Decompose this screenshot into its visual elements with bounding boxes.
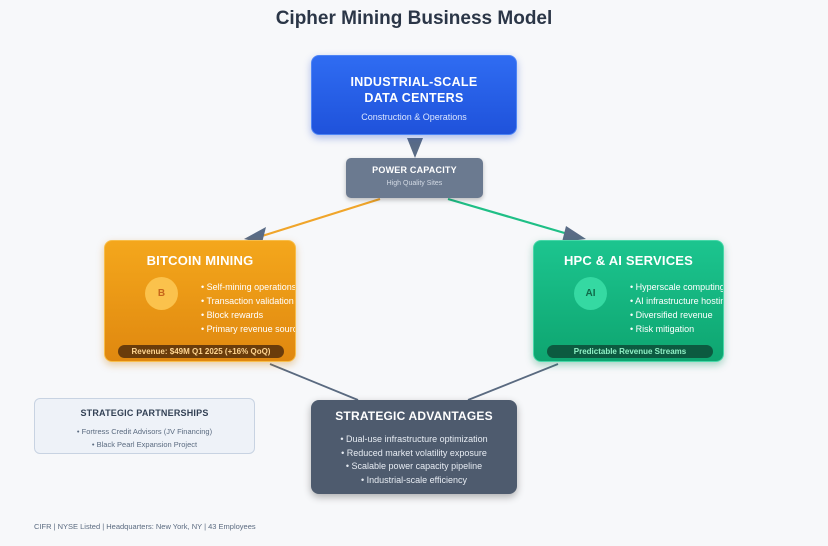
hpc-bullet: Diversified revenue <box>630 308 723 322</box>
connector-power-to-hpc <box>447 197 569 236</box>
partnership-bullet: Fortress Credit Advisors (JV Financing) <box>35 425 254 438</box>
bitcoin-icon: B <box>145 277 178 310</box>
data-centers-box: INDUSTRIAL-SCALE DATA CENTERS Constructi… <box>311 55 517 135</box>
hpc-bullet: AI infrastructure hosting <box>630 294 723 308</box>
bitcoin-bullet-list: Self-mining operations Transaction valid… <box>201 280 296 336</box>
strategic-partnerships-box: STRATEGIC PARTNERSHIPS Fortress Credit A… <box>34 398 255 454</box>
strategic-partnerships-title: STRATEGIC PARTNERSHIPS <box>80 408 209 418</box>
advantage-bullet: Industrial-scale efficiency <box>311 474 517 488</box>
footer-info: CIFR | NYSE Listed | Headquarters: New Y… <box>34 522 256 531</box>
advantage-bullet: Scalable power capacity pipeline <box>311 460 517 474</box>
hpc-bullet-list: Hyperscale computing AI infrastructure h… <box>630 280 723 336</box>
advantage-bullet: Reduced market volatility exposure <box>311 447 517 461</box>
connector-hpc-to-advantages <box>467 363 559 401</box>
hpc-bullet: Hyperscale computing <box>630 280 723 294</box>
bitcoin-bullet: Self-mining operations <box>201 280 295 294</box>
hpc-bullet: Risk mitigation <box>630 322 723 336</box>
data-centers-subtitle: Construction & Operations <box>361 112 467 122</box>
ai-icon: AI <box>574 277 607 310</box>
arrow-datacenter-to-power <box>407 138 423 158</box>
bitcoin-bullet: Block rewards <box>201 308 295 322</box>
hpc-revenue-band: Predictable Revenue Streams <box>547 345 713 358</box>
page-title: Cipher Mining Business Model <box>275 8 553 29</box>
power-capacity-box: POWER CAPACITY High Quality Sites <box>346 158 483 198</box>
strategic-advantages-title: STRATEGIC ADVANTAGES <box>335 409 493 423</box>
hpc-ai-services-box: HPC & AI SERVICES AI Hyperscale computin… <box>533 240 724 362</box>
partnership-bullet: Black Pearl Expansion Project <box>35 438 254 451</box>
arrow-to-hpc <box>562 226 586 242</box>
connector-bitcoin-to-advantages <box>269 363 359 401</box>
power-capacity-title: POWER CAPACITY <box>372 165 457 175</box>
bitcoin-mining-box: BITCOIN MINING B Self-mining operations … <box>104 240 296 362</box>
strategic-advantages-box: STRATEGIC ADVANTAGES Dual-use infrastruc… <box>311 400 517 494</box>
hpc-ai-title: HPC & AI SERVICES <box>563 253 694 268</box>
bitcoin-mining-title: BITCOIN MINING <box>146 253 254 268</box>
connector-power-to-bitcoin <box>261 197 381 238</box>
bitcoin-bullet: Primary revenue source <box>201 322 295 336</box>
partnerships-bullet-list: Fortress Credit Advisors (JV Financing) … <box>35 425 254 451</box>
advantage-bullet: Dual-use infrastructure optimization <box>311 433 517 447</box>
bitcoin-revenue-band: Revenue: $49M Q1 2025 (+16% QoQ) <box>118 345 284 358</box>
data-centers-title-line1: INDUSTRIAL-SCALE <box>350 75 478 89</box>
power-capacity-subtitle: High Quality Sites <box>386 180 443 187</box>
arrow-to-bitcoin <box>244 227 266 243</box>
data-centers-title: INDUSTRIAL-SCALE DATA CENTERS <box>312 74 516 106</box>
data-centers-title-line2: DATA CENTERS <box>364 91 464 105</box>
advantages-bullet-list: Dual-use infrastructure optimization Red… <box>311 433 517 487</box>
bitcoin-bullet: Transaction validation <box>201 294 295 308</box>
